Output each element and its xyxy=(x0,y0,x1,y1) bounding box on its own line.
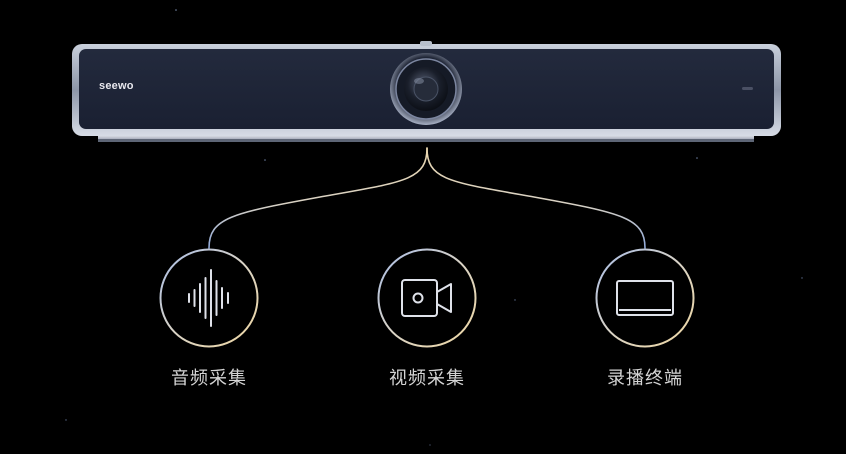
brand-logo: seewo xyxy=(99,80,134,92)
camera-bar-device xyxy=(72,41,781,142)
feature-label: 音频采集 xyxy=(171,368,247,389)
feature-label: 录播终端 xyxy=(607,368,683,389)
connector-left xyxy=(208,147,428,249)
display-screen-icon xyxy=(595,248,695,348)
status-indicator xyxy=(742,87,753,90)
audio-waveform-icon xyxy=(159,248,259,348)
video-camera-icon xyxy=(377,248,477,348)
connector-right xyxy=(426,147,646,249)
feature-label: 视频采集 xyxy=(389,368,465,389)
